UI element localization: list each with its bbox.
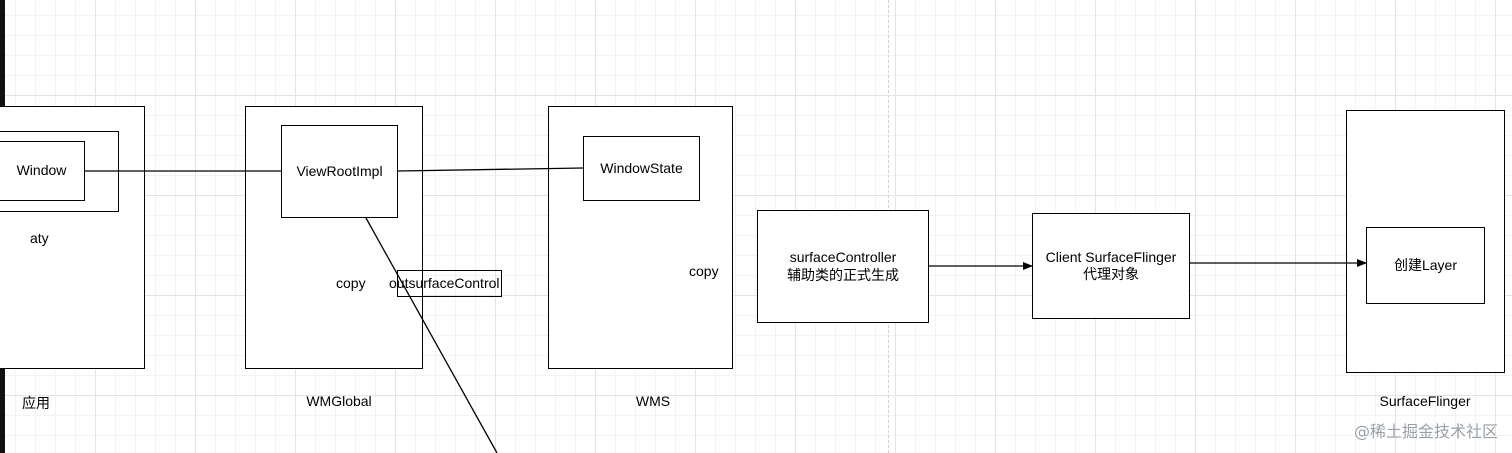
app-container-label: 应用 <box>22 395 50 411</box>
outsurfacecontrol-node[interactable]: outsurfaceControl <box>389 270 502 297</box>
create-layer-node[interactable]: 创建Layer <box>1366 227 1485 304</box>
window-node-label: Window <box>16 162 67 179</box>
client-surfaceflinger-node[interactable]: Client SurfaceFlinger 代理对象 <box>1032 213 1190 319</box>
surface-controller-node[interactable]: surfaceController 辅助类的正式生成 <box>757 210 929 323</box>
outsurfacecontrol-node-label: outsurfaceControl <box>389 274 500 291</box>
viewrootimpl-node[interactable]: ViewRootImpl <box>281 125 398 218</box>
viewrootimpl-to-windowstate-line <box>397 167 584 172</box>
aty-label: aty <box>30 230 49 246</box>
windowstate-node-label: WindowState <box>600 159 683 176</box>
surface-controller-line1: surfaceController <box>789 249 897 265</box>
wmglobal-container-label: WMGlobal <box>306 393 372 409</box>
viewrootimpl-diagonal-line <box>365 217 498 453</box>
windowstate-node[interactable]: WindowState <box>583 136 700 201</box>
window-node[interactable]: Window <box>0 141 85 201</box>
create-layer-node-label: 创建Layer <box>1393 256 1458 273</box>
surfaceflinger-container-label: SurfaceFlinger <box>1379 393 1471 409</box>
client-node-line1: Client SurfaceFlinger <box>1045 248 1177 265</box>
viewrootimpl-node-label: ViewRootImpl <box>296 162 383 179</box>
watermark-text: @稀土掘金技术社区 <box>1353 422 1498 441</box>
copy-label-wms: copy <box>689 263 719 279</box>
copy-label-wmglobal: copy <box>336 275 366 291</box>
surface-controller-line2: 辅助类的正式生成 <box>787 266 899 283</box>
client-node-line2: 代理对象 <box>1082 266 1139 282</box>
wms-container-label: WMS <box>635 393 671 409</box>
